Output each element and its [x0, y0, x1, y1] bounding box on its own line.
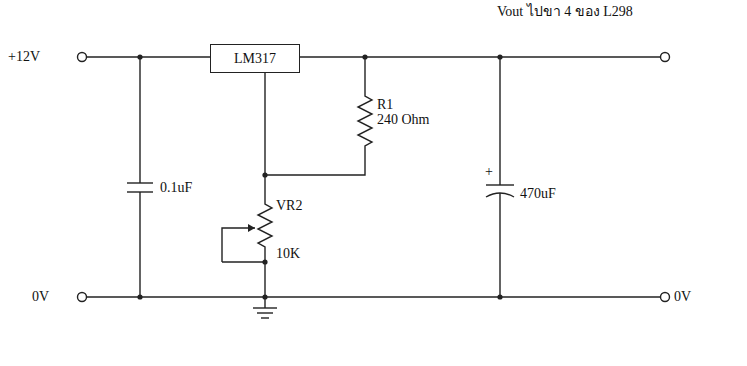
component-label: Vout ไปขา 4 ของ L298 — [497, 4, 633, 20]
regulator-ic-box: LM317 — [210, 44, 300, 73]
component-label: VR2 — [276, 198, 302, 214]
component-label: 10K — [276, 246, 300, 262]
component-label: R1 — [377, 97, 393, 113]
component-label: 0V — [674, 289, 691, 305]
component-label: 0.1uF — [160, 180, 192, 196]
component-label: 240 Ohm — [377, 112, 430, 128]
ic-label: LM317 — [234, 51, 276, 67]
component-label: + — [485, 164, 493, 180]
component-label: +12V — [8, 49, 40, 65]
component-label: 0V — [32, 289, 49, 305]
component-label: 470uF — [520, 186, 556, 202]
